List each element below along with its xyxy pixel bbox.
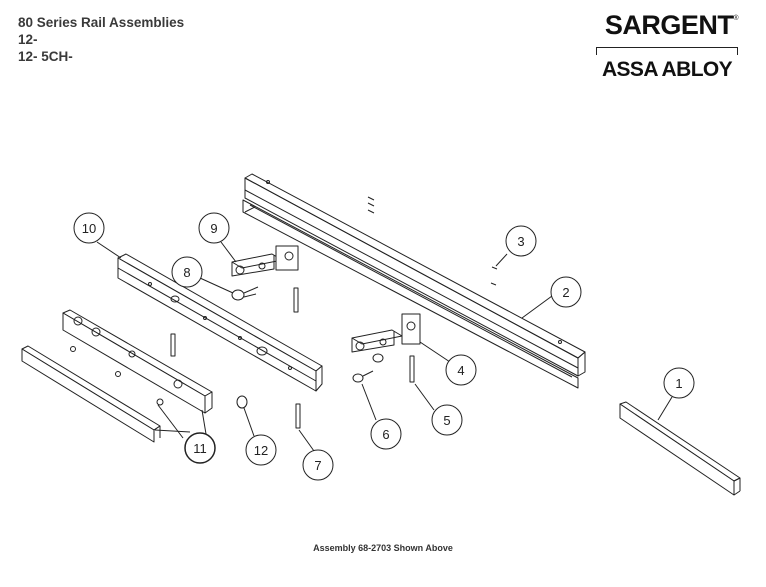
part-2-channel-rail xyxy=(242,173,586,389)
callout-9: 9 xyxy=(210,221,217,236)
part-10-rail-body xyxy=(117,253,323,392)
part-1-end-cap xyxy=(619,401,741,496)
part-11-front-plate xyxy=(62,309,213,414)
screws xyxy=(70,196,498,406)
doc-subtitle-2: 12- 5CH- xyxy=(18,49,73,64)
callout-10: 10 xyxy=(82,221,96,236)
sargent-wordmark: SARGENT xyxy=(604,10,734,40)
part-9-hinge-bracket xyxy=(231,245,299,277)
assa-abloy-logo: ASSA ABLOY xyxy=(601,58,733,81)
callout-3: 3 xyxy=(517,234,524,249)
callout-4: 4 xyxy=(457,363,464,378)
callout-7: 7 xyxy=(314,458,321,473)
callout-12: 12 xyxy=(254,443,268,458)
callout-5: 5 xyxy=(443,413,450,428)
springs xyxy=(231,286,384,383)
part-11-cover-strip xyxy=(21,345,161,443)
callouts xyxy=(73,212,695,481)
doc-subtitle-1: 12- xyxy=(18,32,38,47)
callout-11: 11 xyxy=(193,441,207,456)
diagram-caption: Assembly 68-2703 Shown Above xyxy=(313,543,453,553)
callout-8: 8 xyxy=(183,265,190,280)
pins xyxy=(170,287,415,429)
callout-6: 6 xyxy=(382,427,389,442)
logo-divider xyxy=(596,47,738,55)
callout-2: 2 xyxy=(562,285,569,300)
callout-1: 1 xyxy=(675,376,682,391)
doc-title: 80 Series Rail Assemblies xyxy=(18,15,185,30)
sargent-logo: SARGENT® xyxy=(596,10,739,41)
part-4-bracket xyxy=(351,313,421,353)
trademark-mark: ® xyxy=(733,15,738,22)
